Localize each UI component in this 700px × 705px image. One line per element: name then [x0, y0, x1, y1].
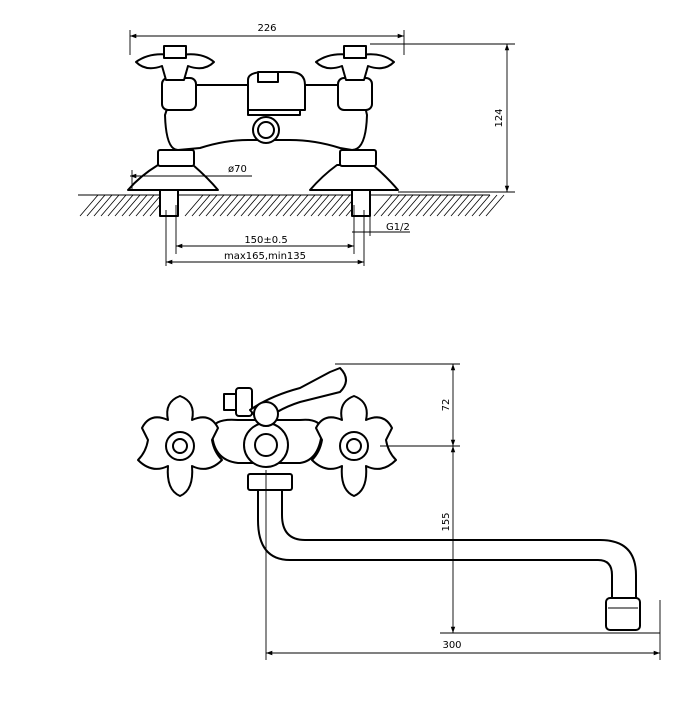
handle-left-top [137, 395, 223, 497]
spout [257, 489, 637, 603]
dim-shower-label: 72 [441, 399, 452, 412]
inlet-pipe-left [159, 189, 179, 217]
nut-left [157, 149, 195, 167]
hatch-line [310, 194, 330, 217]
hatch-line [296, 194, 316, 217]
dim-spout-reach-label: 300 [442, 640, 461, 651]
hatch-line [387, 194, 407, 217]
hatch-line [226, 194, 246, 217]
hatch-line [324, 194, 344, 217]
hatch-line [478, 194, 498, 217]
hatch-line [135, 194, 155, 217]
hatch-line [289, 194, 309, 217]
dim-width-label: 226 [257, 23, 276, 34]
hatch-line [107, 194, 127, 217]
dim-300: 300 [265, 470, 661, 660]
hatch-line [282, 194, 302, 217]
hatch-line [121, 194, 141, 217]
dim-124: 124 [370, 43, 515, 193]
hatch-line [240, 194, 260, 217]
front-view: 226 124 ø70 150±0.5 max165,min135 [78, 23, 515, 266]
hatch-line [303, 194, 323, 217]
hatch-line [79, 194, 99, 217]
hatch-line [380, 194, 400, 217]
hatch-line [261, 194, 281, 217]
hatch-line [485, 194, 505, 217]
hatch-line [205, 194, 225, 217]
flange-left [127, 164, 219, 191]
hatch-line [429, 194, 449, 217]
hatch-line [450, 194, 470, 217]
stem-right [337, 77, 373, 111]
hatch-line [212, 194, 232, 217]
handle-right [315, 45, 395, 81]
hatch-line [415, 194, 435, 217]
flange-right [309, 164, 399, 191]
hatch-line [219, 194, 239, 217]
spout-tip [605, 597, 641, 631]
spout-nut [247, 473, 293, 491]
nut-right [339, 149, 377, 167]
dim-155: 155 [440, 446, 660, 634]
handle-right-top [311, 395, 397, 497]
stem-left [161, 77, 197, 111]
hatch-line [317, 194, 337, 217]
hatch-line [184, 194, 204, 217]
hatch-line [198, 194, 218, 217]
hatch-line [373, 194, 393, 217]
dim-height-label: 124 [494, 108, 505, 127]
dim-flange-label: ø70 [228, 164, 247, 175]
dim-spout-height-label: 155 [441, 512, 452, 531]
hatch-line [247, 194, 267, 217]
hatch-line [114, 194, 134, 217]
hatch-line [401, 194, 421, 217]
hatch-line [128, 194, 148, 217]
hatch-line [422, 194, 442, 217]
hatch-line [233, 194, 253, 217]
hatch-line [436, 194, 456, 217]
hatch-line [254, 194, 274, 217]
dim-thread-label: G1/2 [386, 222, 410, 233]
dim-226: 226 [129, 23, 405, 55]
hatch-line [464, 194, 484, 217]
hatch-line [86, 194, 106, 217]
hatch-line [457, 194, 477, 217]
hatch-line [443, 194, 463, 217]
dim-range: max165,min135 [165, 210, 365, 266]
hatch-line [142, 194, 162, 217]
hatch-line [394, 194, 414, 217]
hatch-line [93, 194, 113, 217]
handle-left [135, 45, 215, 81]
hatch-line [191, 194, 211, 217]
hatch-line [275, 194, 295, 217]
dim-center-label: 150±0.5 [244, 235, 287, 246]
dim-flange: ø70 [130, 164, 252, 190]
dim-72: 72 [335, 363, 460, 447]
dim-range-label: max165,min135 [224, 251, 306, 262]
hatch-line [408, 194, 428, 217]
top-view: 72 155 300 [137, 363, 661, 660]
hatch-line [268, 194, 288, 217]
dim-thread: G1/2 [352, 216, 410, 236]
wall-hatch [78, 194, 505, 217]
dim-center: 150±0.5 [175, 205, 355, 254]
inlet-pipe-right [351, 189, 371, 217]
hatch-line [471, 194, 491, 217]
hatch-line [100, 194, 120, 217]
hatch-line [331, 194, 351, 217]
